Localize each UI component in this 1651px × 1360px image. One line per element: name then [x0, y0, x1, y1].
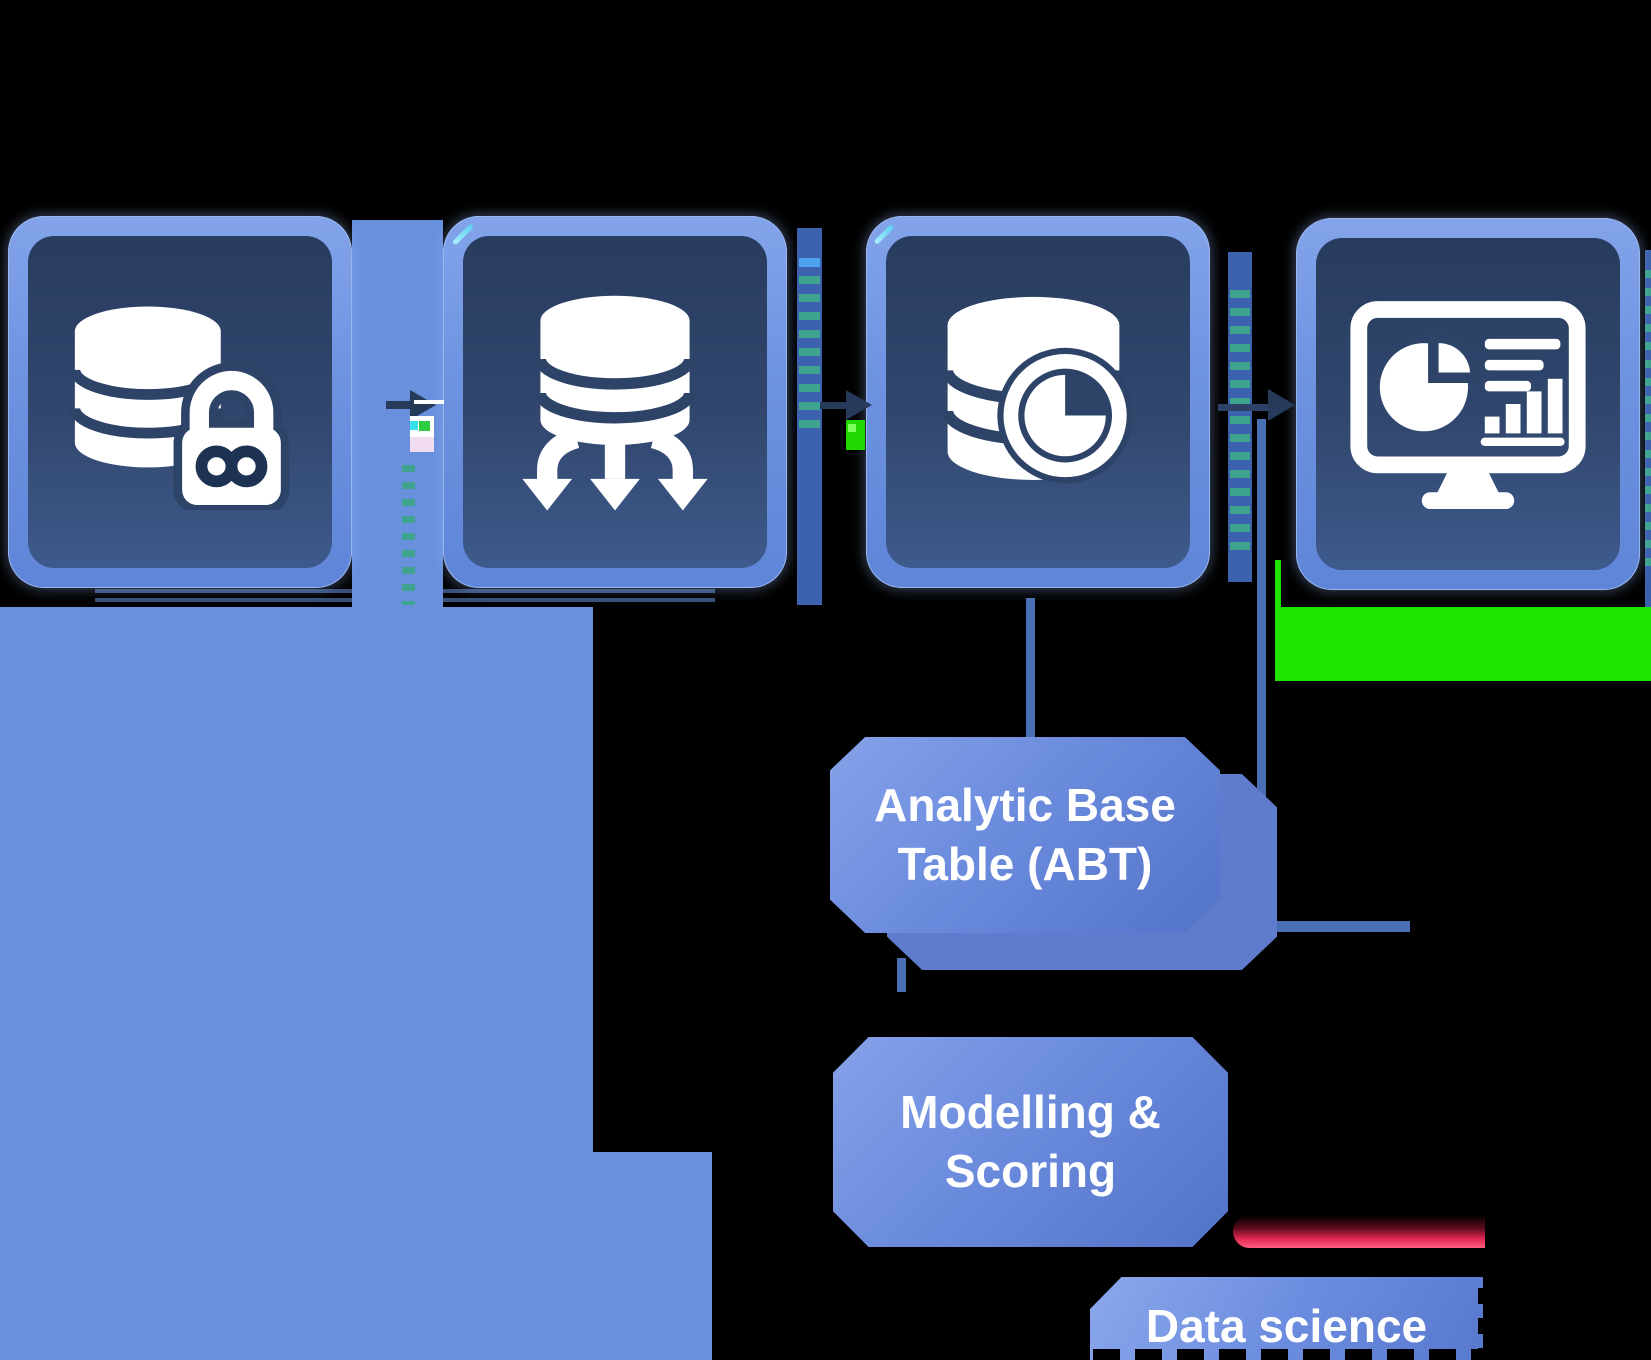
- glitch-pink-band: [1233, 1215, 1485, 1248]
- flow-arrow-1-white-streak: [414, 400, 444, 404]
- database-pie-chart-icon: [941, 296, 1133, 484]
- modelling-label-line2: Scoring: [944, 1145, 1117, 1197]
- data-science-box: Data science: [1090, 1277, 1483, 1360]
- abt-box: Analytic Base Table (ABT): [830, 737, 1220, 933]
- flow-arrow-2-head: [846, 390, 872, 420]
- stage-panel: [28, 236, 332, 568]
- modelling-label-line1: Modelling &: [900, 1086, 1161, 1138]
- stage-square-reporting-dashboard: [1296, 218, 1640, 590]
- abt-label-line2: Table (ABT): [897, 838, 1153, 890]
- glitch-green-bright: [848, 424, 856, 432]
- glitch-pink-bit: [410, 437, 434, 452]
- glitch-stripe-column-in-band: [402, 465, 415, 605]
- connector-stage3-to-abt: [1026, 598, 1035, 739]
- flow-arrow-1-tail: [386, 401, 410, 409]
- data-science-dashed-right-border: [1478, 1288, 1491, 1360]
- stage-square-analytic-data-store: [866, 216, 1210, 588]
- connector-stage4-down: [1257, 419, 1266, 821]
- stage-panel: [886, 236, 1190, 568]
- flow-arrow-1-head: [410, 390, 436, 420]
- background-mass-step: [593, 1152, 712, 1360]
- glitch-cluster-arrow2: [846, 420, 865, 450]
- flow-arrow-3-tail: [1218, 404, 1268, 411]
- abt-label-line1: Analytic Base: [874, 779, 1176, 831]
- data-science-dashed-bottom-border: [1093, 1349, 1485, 1360]
- glitch-stripe-column-right-edge: [1645, 250, 1651, 610]
- glitch-stripe-column-right-of-stage2: [797, 228, 822, 605]
- stripe-bars: [1230, 290, 1250, 560]
- stage-square-data-sources: [8, 216, 352, 588]
- database-lock-icon: [69, 306, 290, 510]
- stripe-bar-bright: [799, 258, 820, 267]
- connector-abt-to-modelling-stub: [897, 958, 906, 992]
- glitch-stripe-column-left-of-stage4: [1228, 252, 1252, 582]
- flow-arrow-3-head: [1268, 389, 1295, 421]
- stripe-bars: [1645, 270, 1651, 570]
- glitch-cluster-arrow1: [410, 416, 434, 452]
- stage-panel: [463, 236, 767, 568]
- glitch-green-bit: [419, 421, 430, 431]
- database-split-arrows-icon: [522, 295, 708, 511]
- glitch-cyan: [410, 421, 418, 430]
- stripe-bars: [799, 258, 820, 430]
- flow-arrow-2-tail: [820, 402, 846, 409]
- modelling-scoring-box: Modelling & Scoring: [833, 1037, 1228, 1247]
- connector-horizontal-right: [1224, 921, 1410, 932]
- background-mass-main: [0, 607, 593, 1360]
- stage-panel: [1316, 238, 1620, 570]
- stage-square-data-distribution: [443, 216, 787, 588]
- data-science-label: Data science: [1145, 1300, 1428, 1352]
- glitch-green-block: [1278, 607, 1651, 681]
- dashboard-monitor-icon: [1350, 301, 1586, 509]
